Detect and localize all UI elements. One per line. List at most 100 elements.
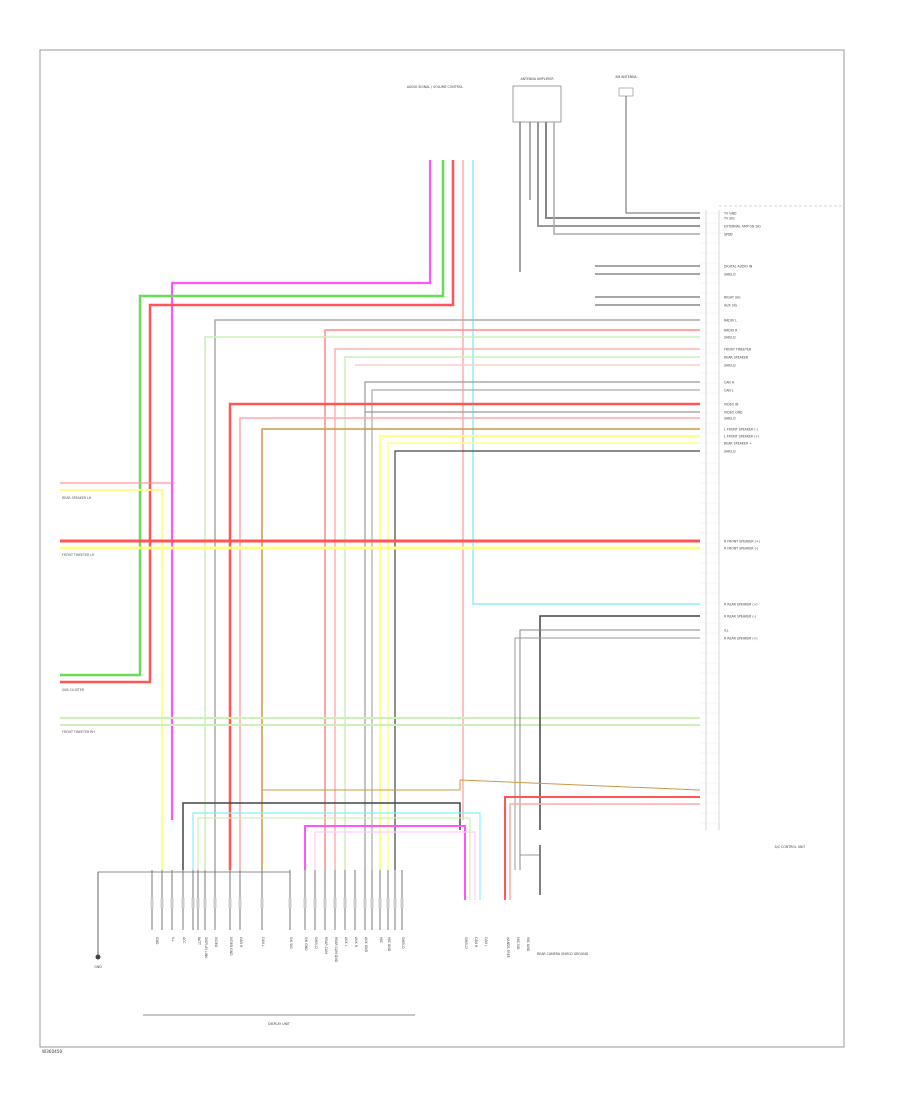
bottom-pin-label: SHIELD — [401, 937, 405, 949]
page-id: W360450 — [42, 1049, 62, 1054]
bottom-pin-tag — [238, 898, 242, 908]
bottom-pin-tag — [181, 898, 185, 908]
right-pin-label: RIGHT SIG — [724, 295, 741, 299]
bottom-pin-label: CAN L — [261, 937, 265, 947]
bottom-pin-label: AUX R — [354, 937, 358, 948]
bottom-right-label: SHIELD — [464, 937, 468, 949]
ac-control-unit-label: A/C CONTROL UNIT — [775, 845, 806, 849]
bottom-pin-tag — [343, 898, 347, 908]
right-pin-label: CAN L — [724, 388, 734, 392]
right-pin-label: EXTERNAL AMP ON SIG — [724, 224, 761, 228]
bottom-pin-tag — [203, 898, 207, 908]
rear-speaker-lh-label: REAR SPEAKER LH — [62, 496, 92, 500]
wires — [60, 122, 701, 955]
right-pin-label: L FRONT SPEAKER (+) — [724, 434, 759, 438]
bottom-pin-tag — [400, 898, 404, 908]
antenna-amplifier: ANTENNA AMPLIFIER — [512, 77, 562, 123]
front-tweeter-lh-label: FRONT TWEETER LH — [62, 553, 95, 557]
bottom-pin-tag — [323, 898, 327, 908]
right-pin-label: SHIELD — [724, 416, 736, 420]
bottom-pin-tag — [191, 898, 195, 908]
bottom-right-label: MIC SIG — [516, 937, 520, 950]
bottom-pin-label: AUX GND — [364, 937, 368, 953]
bottom-pin-label: AUX L — [344, 937, 348, 947]
right-pin-label: REAR SPEAKER + — [724, 441, 752, 445]
bottom-right-label: CAN L — [484, 937, 488, 947]
right-pin-label: ILL — [724, 628, 729, 632]
right-pin-label: RADIO R — [724, 328, 738, 332]
diagram-frame — [39, 49, 845, 1048]
bottom-pin-tag — [303, 898, 307, 908]
right-pin-label: DIGITAL AUDIO IN — [724, 264, 753, 268]
front-tweeter-rh-label: FRONT TWEETER RH — [62, 730, 95, 734]
bottom-pin-tag — [393, 898, 397, 908]
bottom-pin-tag — [370, 898, 374, 908]
audio-volume-label: AUDIO SIGNAL / VOLUME CONTROL — [407, 85, 463, 89]
right-pin-label: RADIO L — [724, 318, 737, 322]
right-pin-label: SPDIF — [724, 232, 733, 236]
xm-antenna: XM ANTENNA — [615, 75, 638, 124]
right-pin-label: SHIELD — [724, 449, 736, 453]
right-pin-label: TV SIG — [723, 216, 735, 220]
bottom-pin-label: VIDEO — [214, 937, 218, 948]
right-pin-label: REAR SPEAKER — [724, 355, 749, 359]
ground-symbol: GND — [94, 954, 102, 969]
bottom-pin-tag — [378, 898, 382, 908]
bottom-pin-label: SHIELD — [314, 937, 318, 949]
bottom-pin-tag — [228, 898, 232, 908]
bottom-pin-label: REAR CAM — [324, 937, 328, 954]
bottom-pin-tag — [213, 898, 217, 908]
right-pin-label: R REAR SPEAKER (+) — [724, 602, 758, 606]
bottom-right-label: MIC GND — [526, 937, 530, 952]
bottom-pin-tag — [353, 898, 357, 908]
display-unit-label: DISPLAY UNIT — [268, 1022, 290, 1026]
bottom-pin-tag — [386, 898, 390, 908]
bottom-pin-label: DISPLAY LINK — [204, 937, 208, 959]
right-pin-label: R REAR SPEAKER (-) — [724, 614, 756, 618]
bottom-pin-label: ACC — [182, 937, 186, 944]
rear-cam-note: REAR CAMERA SHIELD GROUND — [537, 952, 589, 956]
bottom-pin-label: CAN H — [239, 937, 243, 948]
right-pin-label: R FRONT SPEAKER (+) — [724, 539, 760, 543]
xm-antenna-label: XM ANTENNA — [615, 75, 637, 79]
bottom-pin-label: MIC — [379, 937, 383, 944]
bottom-pin-label: SW SIG — [289, 937, 293, 949]
bottom-pin-tag — [313, 898, 317, 908]
right-pin-label: SHIELD — [724, 363, 736, 367]
bottom-pin-tag — [288, 898, 292, 908]
right-pin-label: R REAR SPEAKER (+) — [724, 636, 758, 640]
bottom-pin-label: BATT — [197, 937, 201, 945]
right-pin-label: CAN H — [724, 380, 735, 384]
bottom-right-label: HANDS-FREE — [506, 937, 510, 958]
ground-label: GND — [94, 965, 102, 969]
bottom-pin-tag — [160, 898, 164, 908]
right-pin-label: VIDEO IN — [724, 402, 739, 406]
bottom-pin-label: ILL — [171, 937, 175, 942]
right-pin-label: TV GND — [723, 211, 737, 215]
bottom-pin-label: GND — [155, 937, 159, 945]
bottom-pin-label: SW GND — [304, 937, 308, 951]
bottom-pin-label: MIC GND — [387, 937, 391, 952]
bottom-pin-label: VIDEO GND — [229, 937, 233, 956]
sub-cluster-label: SUB-CLUSTER — [62, 688, 85, 692]
ac-control-unit-connector: A/C CONTROL UNIT — [705, 205, 842, 849]
bottom-pin-tag — [363, 898, 367, 908]
bottom-pin-tag — [260, 898, 264, 908]
bottom-right-label: CAN H — [474, 937, 478, 948]
right-pin-label: VIDEO GND — [724, 410, 743, 414]
bottom-pin-tag — [333, 898, 337, 908]
bottom-pin-tag — [196, 898, 200, 908]
bottom-right-labels: SHIELD CAN H CAN L HANDS-FREE MIC SIG MIC GND… — [464, 937, 589, 958]
antenna-amp-label: ANTENNA AMPLIFIER — [520, 77, 554, 81]
bottom-pin-label: REAR CAM GND — [334, 937, 338, 963]
right-pin-label: SHIELD — [724, 335, 736, 339]
right-pin-label: R FRONT SPEAKER (-) — [724, 546, 758, 550]
bottom-pin-tag — [170, 898, 174, 908]
right-pin-label: L FRONT SPEAKER (-) — [724, 427, 758, 431]
right-pin-label: AUX SIG — [724, 303, 738, 307]
right-pin-label: SHIELD — [724, 272, 736, 276]
bottom-pin-tag — [150, 898, 154, 908]
